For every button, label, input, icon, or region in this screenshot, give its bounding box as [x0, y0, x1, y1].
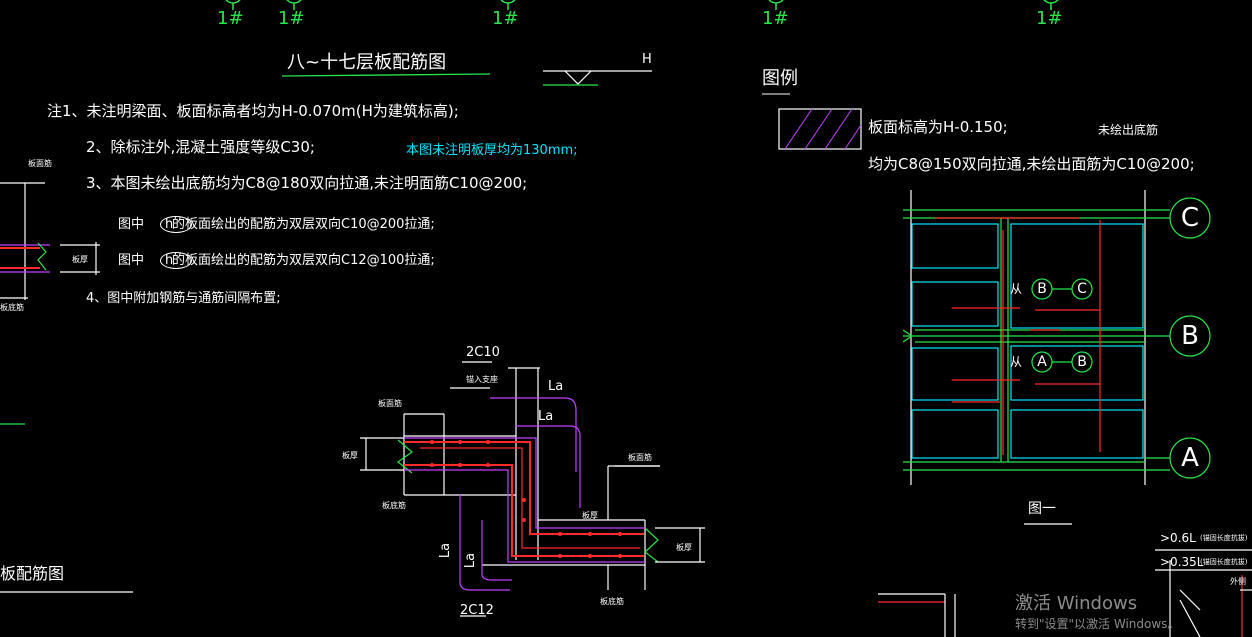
bottom-right-fragment — [878, 549, 1252, 637]
detail-beam-label: 板厚 — [582, 511, 598, 520]
activation-watermark-title: 激活 Windows — [1015, 593, 1138, 614]
note-3a-prefix: 图中 — [118, 217, 145, 232]
title-underline — [281, 73, 491, 77]
activation-watermark-subtitle: 转到"设置"以激活 Windows。 — [1015, 617, 1180, 631]
legend-line-1: 板面标高为H-0.150; — [868, 118, 1008, 136]
detail-thickness-label: 板厚 — [342, 451, 358, 460]
note-3b-text: 的板面绘出的配筋为双层双向C12@100拉通; — [172, 253, 435, 268]
legend-hatch — [778, 108, 862, 150]
axis-marker-5: 1# — [1036, 8, 1063, 29]
detail-bottom-bar: 2C12 — [460, 603, 494, 618]
left-slab-bottom-label: 板底筋 — [0, 303, 24, 312]
axis-marker-1: 1# — [217, 8, 244, 29]
plan-drawing — [902, 190, 1211, 525]
span-1-to: C — [1077, 281, 1087, 297]
slab-thickness-note: 本图未注明板厚均为130mm; — [406, 143, 578, 158]
detail-la-4: La — [463, 552, 479, 569]
detail-thickness-label-2: 板厚 — [676, 543, 692, 552]
drawing-title: 八~十七层板配筋图 — [287, 52, 447, 73]
anchor-length-1-note: (锚固长度抗拔) — [1200, 534, 1248, 542]
span-2-prefix: 从 — [1010, 355, 1023, 369]
span-2-from: A — [1037, 354, 1047, 370]
note-3b-circle: h — [160, 252, 193, 269]
grid-axis-a: A — [1181, 443, 1199, 473]
grid-axis-b: B — [1181, 321, 1199, 351]
detail-slab-top-label: 板面筋 — [378, 399, 402, 408]
note-3a-text: 的板面绘出的配筋为双层双向C10@200拉通; — [172, 217, 435, 232]
anchor-length-1: >0.6L — [1160, 531, 1196, 545]
legend-title: 图例 — [762, 68, 798, 89]
span-1-prefix: 从 — [1010, 282, 1023, 296]
note-4: 4、图中附加钢筋与通筋间隔布置; — [86, 291, 281, 306]
legend-line-1-right: 未绘出底筋 — [1098, 123, 1159, 137]
left-fragment — [0, 182, 133, 593]
section-detail — [360, 361, 705, 617]
axis-marker-4: 1# — [762, 8, 789, 29]
note-3b-prefix: 图中 — [118, 253, 145, 268]
detail-la-3: La — [438, 542, 454, 559]
detail-la-2: La — [538, 409, 554, 424]
axis-markers — [225, 0, 1059, 10]
detail-slab-bottom-label: 板底筋 — [382, 501, 406, 510]
elevation-label: H — [642, 52, 652, 67]
note-1: 注1、未注明梁面、板面标高者均为H-0.070m(H为建筑标高); — [47, 102, 459, 120]
detail-la-1: La — [548, 379, 564, 394]
detail-top-bar: 2C10 — [466, 345, 500, 360]
axis-marker-2: 1# — [278, 8, 305, 29]
left-bottom-title: 板配筋图 — [0, 564, 65, 583]
anchor-length-2-note: (锚固长度抗拔) — [1200, 558, 1248, 566]
left-thickness-label: 板厚 — [72, 255, 88, 264]
note-3a-circle: h — [160, 216, 193, 233]
legend-line-2: 均为C8@150双向拉通,未绘出面筋为C10@200; — [868, 155, 1195, 173]
detail-slab-bottom-label-2: 板底筋 — [600, 597, 624, 606]
span-1-from: B — [1037, 281, 1047, 297]
note-3: 3、本图未绘出底筋均为C8@180双向拉通,未注明面筋C10@200; — [86, 174, 528, 192]
elevation-symbol — [543, 70, 652, 86]
note-2: 2、除标注外,混凝土强度等级C30; — [86, 138, 315, 156]
detail-anchor-label: 锚入支座 — [466, 375, 498, 384]
detail-slab-top-label-2: 板面筋 — [628, 453, 652, 462]
left-slab-top-label: 板面筋 — [28, 159, 52, 168]
span-2-to: B — [1077, 354, 1087, 370]
plan-caption: 图一 — [1028, 501, 1056, 517]
grid-axis-c: C — [1180, 203, 1200, 233]
outer-side-label: 外侧 — [1230, 577, 1246, 586]
axis-marker-3: 1# — [492, 8, 519, 29]
anchor-length-2: >0.35L — [1160, 555, 1204, 569]
